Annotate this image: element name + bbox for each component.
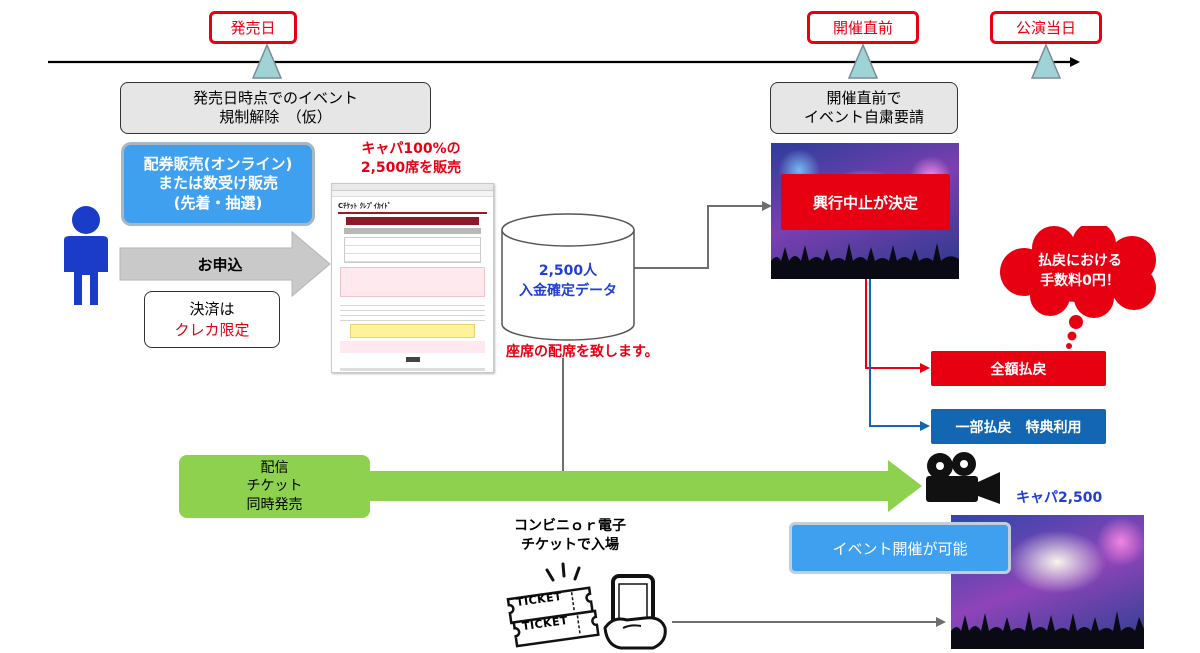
capacity-final-label: キャパ2,500 xyxy=(1016,490,1103,506)
site-table xyxy=(344,237,481,263)
timeline-tag-release: 発売日 xyxy=(209,11,297,44)
database-line1: 2,500人 xyxy=(538,263,598,279)
streaming-line3: 同時発売 xyxy=(246,496,303,513)
bubble-trail-small xyxy=(1066,343,1072,349)
seat-assignment-note: 座席の配席を致します。 xyxy=(506,344,659,360)
db-to-cancel-connector xyxy=(634,201,772,269)
phase2-note-line2: イベント自粛要請 xyxy=(803,108,924,126)
sales-method-line3: (先着・抽選) xyxy=(173,193,263,212)
phase2-note: 開催直前で イベント自粛要請 xyxy=(770,82,958,134)
database-label: 2,500人 入金確定データ xyxy=(502,262,634,301)
capacity-line1: キャパ100%の xyxy=(361,141,461,157)
timeline-marker-release xyxy=(251,43,283,79)
entry-line1: コンビニｏｒ電子 xyxy=(514,518,626,534)
payment-box: 決済は クレカ限定 xyxy=(144,291,280,348)
timeline-tag-day-label: 公演当日 xyxy=(1015,19,1076,37)
apply-label: お申込 xyxy=(197,255,243,274)
spark-lines xyxy=(545,562,581,582)
phase2-note-line1: 開催直前で xyxy=(826,88,902,107)
database-cylinder xyxy=(501,213,635,341)
bubble-line2: 手数料0円！ xyxy=(1040,273,1120,289)
partial-refund-box: 一部払戻 特典利用 xyxy=(931,409,1106,444)
bubble-trail-medium xyxy=(1067,331,1077,341)
refund-partial-connector xyxy=(869,278,930,431)
event-possible-label: イベント開催が可能 xyxy=(832,539,968,558)
site-pink-block-1 xyxy=(340,267,485,297)
site-banner xyxy=(346,217,479,225)
sales-method-box: 配券販売(オンライン) または数受け販売 (先着・抽選) xyxy=(121,142,315,226)
tickets-and-phone-icon xyxy=(506,562,667,650)
site-section-bar xyxy=(344,228,481,234)
streaming-ticket-box: 配信 チケット 同時発売 xyxy=(179,455,370,518)
refund-fee-cloud xyxy=(1000,226,1156,318)
streaming-line2: チケット xyxy=(246,478,303,495)
timeline-tag-release-label: 発売日 xyxy=(230,19,276,37)
timeline-marker-day xyxy=(1030,43,1062,79)
payment-line1: 決済は xyxy=(189,300,235,319)
streaming-arrow xyxy=(370,460,922,512)
timeline-tag-before: 開催直前 xyxy=(807,11,919,44)
cancel-decision-box: 興行中止が決定 xyxy=(781,174,950,230)
event-possible-box: イベント開催が可能 xyxy=(789,522,1011,574)
crowd-silhouette-top xyxy=(771,243,959,279)
phase1-note: 発売日時点でのイベント 規制解除 （仮） xyxy=(120,82,431,134)
refund-fee-cloud-text: 払戻における 手数料0円！ xyxy=(1010,244,1150,300)
site-addressbar xyxy=(332,191,493,197)
site-pink-block-2 xyxy=(340,341,485,353)
site-header-text: Cﾁｹｯﾄ ｸﾚﾌﾟｲｶｲﾄﾞ xyxy=(338,202,392,210)
site-button xyxy=(405,357,420,362)
timeline-marker-before xyxy=(847,43,879,79)
sales-method-line1: 配券販売(オンライン) xyxy=(143,154,293,173)
capacity-text: キャパ100%の 2,500席を販売 xyxy=(336,140,486,178)
database-line2: 入金確定データ xyxy=(519,282,617,299)
phase1-note-line2: 規制解除 （仮） xyxy=(219,108,332,126)
site-yellow-block xyxy=(350,324,475,338)
entry-line2: チケットで入場 xyxy=(521,536,619,553)
person-icon xyxy=(64,206,108,305)
cancel-decision-label: 興行中止が決定 xyxy=(812,193,918,212)
site-text-block xyxy=(340,301,485,321)
timeline-tag-day: 公演当日 xyxy=(990,11,1102,44)
video-camera-icon xyxy=(926,452,1000,504)
bubble-line1: 払戻における xyxy=(1038,253,1122,270)
full-refund-label: 全額払戻 xyxy=(990,361,1047,378)
streaming-line1: 配信 xyxy=(260,460,289,477)
phase1-note-line1: 発売日時点でのイベント xyxy=(192,88,358,107)
ticket-site-screenshot: Cﾁｹｯﾄ ｸﾚﾌﾟｲｶｲﾄﾞ xyxy=(331,183,494,373)
entry-text: コンビニｏｒ電子 チケットで入場 xyxy=(500,517,640,555)
sales-method-line2: または数受け販売 xyxy=(157,174,278,193)
capacity-line2: 2,500席を販売 xyxy=(360,159,462,176)
refund-full-connector xyxy=(865,278,930,373)
site-header: Cﾁｹｯﾄ ｸﾚﾌﾟｲｶｲﾄﾞ xyxy=(338,200,487,214)
payment-line2: クレカ限定 xyxy=(174,320,250,339)
site-footer xyxy=(340,368,485,371)
partial-refund-label: 一部払戻 特典利用 xyxy=(955,419,1082,436)
full-refund-box: 全額払戻 xyxy=(931,351,1106,386)
timeline-tag-before-label: 開催直前 xyxy=(832,19,893,37)
apply-arrow xyxy=(119,230,331,298)
crowd-silhouette-bottom xyxy=(951,611,1144,649)
site-titlebar xyxy=(332,184,493,191)
bubble-trail-large xyxy=(1069,315,1083,329)
